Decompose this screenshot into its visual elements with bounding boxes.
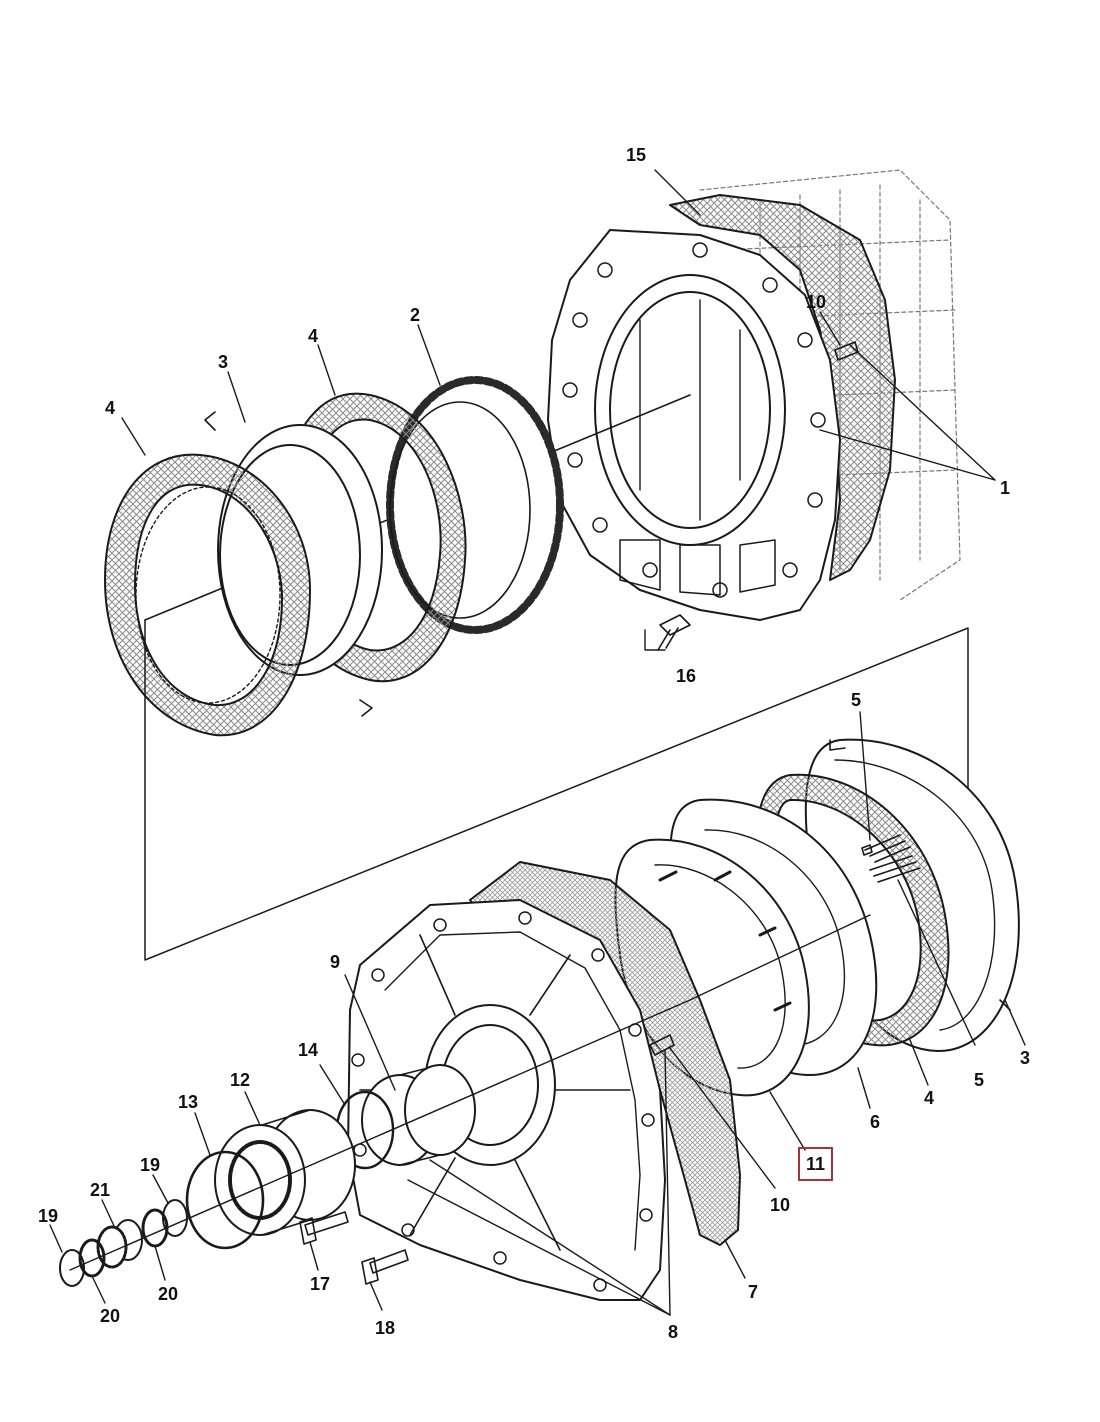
friction-disc-4-upper-front (104, 453, 311, 737)
dowel-10-upper (834, 341, 859, 361)
leader-14 (319, 1064, 346, 1106)
toothed-disc-2 (386, 376, 564, 634)
leader-1a (849, 344, 996, 481)
leader-8a (429, 1159, 671, 1316)
washer-20b (141, 1208, 169, 1248)
leader-3b (1004, 999, 1026, 1046)
assembly-bracket (144, 619, 969, 961)
callout-19b: 19 (140, 1155, 161, 1175)
upper-housing-bolt-holes (562, 242, 826, 598)
leader-12 (244, 1091, 261, 1126)
leader-4c (909, 1039, 929, 1086)
callout-3b: 3 (1020, 1048, 1031, 1068)
bolt-18 (361, 1249, 409, 1285)
leader-10a (819, 311, 841, 346)
leader-13 (194, 1112, 211, 1156)
small-shaft-parts (59, 1199, 188, 1287)
callout-19a: 19 (38, 1206, 59, 1226)
callout-11-highlighted: 11 (798, 1147, 834, 1181)
bolt-17 (299, 1211, 349, 1245)
leader-5a (859, 711, 871, 841)
gasket-upper (669, 194, 896, 581)
upper-housing-bore (594, 274, 786, 546)
leader-7 (724, 1239, 746, 1279)
callout-3a: 3 (218, 352, 229, 372)
callout-4b: 4 (105, 398, 116, 418)
callout-18: 18 (375, 1318, 396, 1338)
leader-9 (344, 974, 396, 1091)
callout-6: 6 (870, 1112, 881, 1132)
leader-20b (154, 1245, 166, 1281)
callout-9: 9 (330, 952, 341, 972)
leader-19b (152, 1174, 169, 1204)
circlip-19b (162, 1199, 188, 1237)
callout-16: 16 (676, 666, 697, 686)
leader-6 (857, 1067, 871, 1109)
dowel-10-lower (649, 1034, 675, 1056)
callout-20a: 20 (100, 1306, 121, 1326)
leader-18 (369, 1281, 383, 1311)
circlip-19a (59, 1249, 85, 1287)
callout-1: 1 (1000, 478, 1011, 498)
callout-12: 12 (230, 1070, 251, 1090)
leader-11 (769, 1091, 806, 1151)
leader-8b (407, 1179, 671, 1316)
callout-17: 17 (310, 1274, 331, 1294)
callout-10b: 10 (770, 1195, 791, 1215)
snap-ring-13 (185, 1150, 265, 1250)
callout-5b: 5 (974, 1070, 985, 1090)
springs-5 (861, 834, 921, 883)
leader-15 (654, 169, 701, 216)
callout-5a: 5 (851, 690, 862, 710)
leader-17 (309, 1241, 319, 1271)
lower-axis-line (69, 914, 871, 1271)
leader-21 (101, 1199, 116, 1229)
leader-10b (669, 1047, 776, 1189)
callout-2: 2 (410, 305, 421, 325)
leader-19a (49, 1224, 63, 1253)
leader-8c (664, 1049, 671, 1316)
screw-16 (644, 614, 691, 651)
callout-15: 15 (626, 145, 647, 165)
leader-20a (91, 1275, 106, 1304)
callout-21: 21 (90, 1180, 111, 1200)
callout-8: 8 (668, 1322, 679, 1342)
callout-7: 7 (748, 1282, 759, 1302)
callout-13: 13 (178, 1092, 199, 1112)
leader-5b (897, 879, 976, 1046)
leader-4a (317, 344, 336, 396)
callout-4a: 4 (308, 326, 319, 346)
leader-2 (417, 324, 441, 386)
leader-1b (819, 429, 996, 481)
leader-3a (227, 371, 246, 423)
gear-21 (96, 1219, 143, 1269)
callout-20b: 20 (158, 1284, 179, 1304)
callout-4c: 4 (924, 1088, 935, 1108)
callout-10a: 10 (806, 292, 827, 312)
callout-14: 14 (298, 1040, 319, 1060)
leader-4b (121, 417, 146, 456)
